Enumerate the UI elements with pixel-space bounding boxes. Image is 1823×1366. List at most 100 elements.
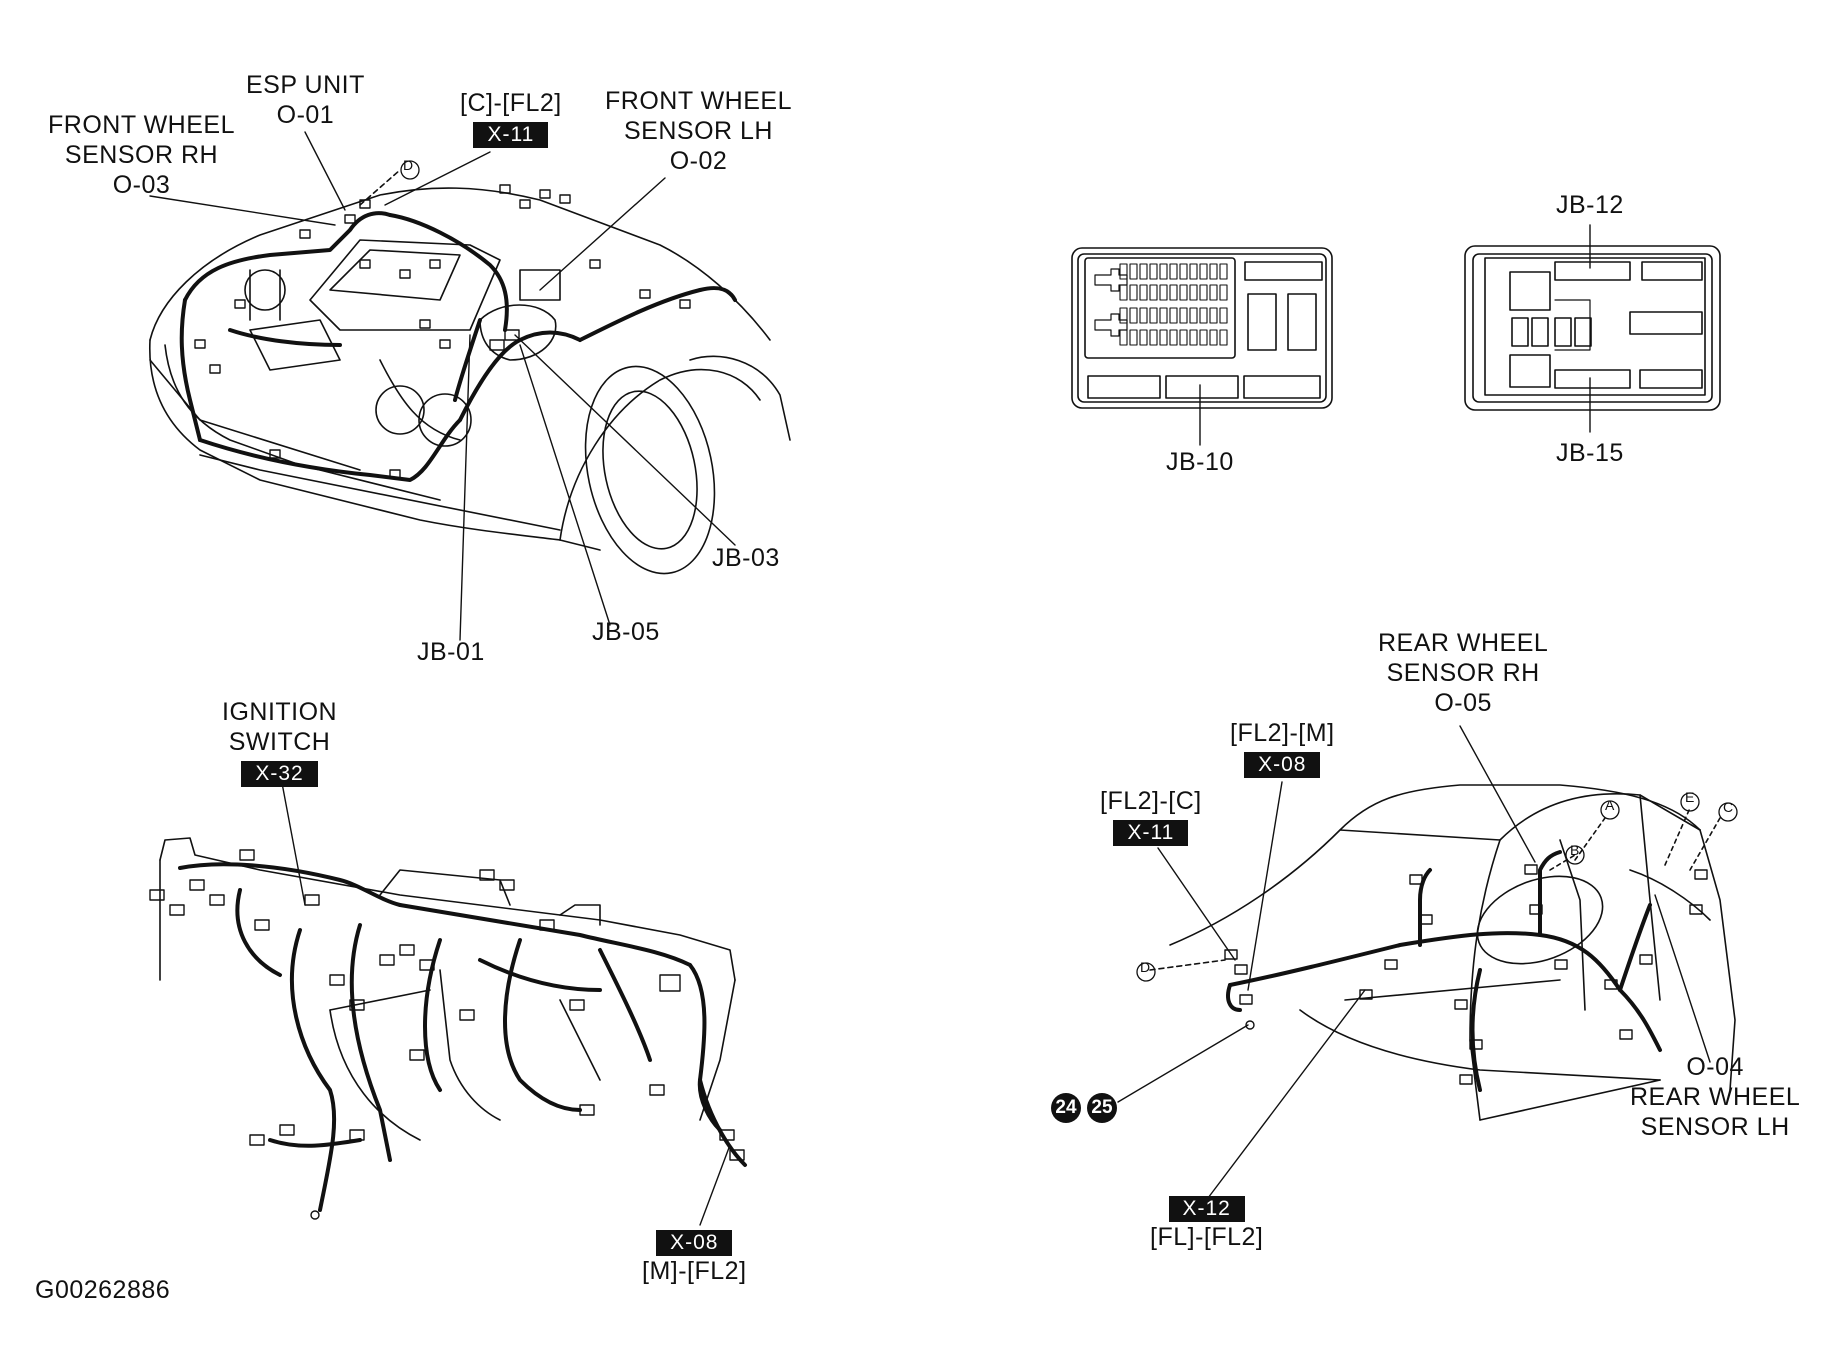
ignition-line-1: IGNITION <box>222 698 338 726</box>
connector-tag-x08-bottom: X-08 <box>656 1230 733 1256</box>
fuse-slot <box>1119 329 1128 346</box>
front-leaders <box>149 131 736 641</box>
fuse-slot <box>1159 307 1168 324</box>
fuse-slot <box>1209 263 1218 280</box>
fuse-slot <box>1169 307 1178 324</box>
label-fl-fl2: X-12 [FL]-[FL2] <box>1150 1192 1263 1252</box>
rear-wheel-lh-line-3: SENSOR LH <box>1640 1113 1790 1141</box>
fuse-slot <box>1189 307 1198 324</box>
fuse-slot <box>1129 307 1138 324</box>
fuse-slot <box>1119 284 1128 301</box>
front-wheel-rh-line-2: SENSOR RH <box>64 141 219 169</box>
fuse-slot <box>1219 284 1228 301</box>
ground-point-25: 25 <box>1087 1093 1117 1123</box>
connector-tag-x32: X-32 <box>241 761 318 787</box>
fuse-slot <box>1219 307 1228 324</box>
label-rear-wheel-lh: O-04 REAR WHEEL SENSOR LH <box>1630 1052 1800 1142</box>
fuse-slot <box>1139 307 1148 324</box>
fuse-slot <box>1139 284 1148 301</box>
label-jb05: JB-05 <box>592 618 660 646</box>
fuse-slot <box>1179 263 1188 280</box>
fl-fl2-text: [FL]-[FL2] <box>1150 1223 1264 1251</box>
fuse-slot <box>1169 284 1178 301</box>
fuse-slot <box>1159 263 1168 280</box>
fuse-slot <box>1189 263 1198 280</box>
fuse-slot <box>1209 329 1218 346</box>
fuse-slot <box>1199 307 1208 324</box>
dash-leaders <box>281 782 731 1226</box>
label-fl2-m: [FL2]-[M] X-08 <box>1230 718 1335 778</box>
ground-point-24: 24 <box>1051 1093 1081 1123</box>
fuse-slot <box>1179 284 1188 301</box>
fl2-m-text: [FL2]-[M] <box>1230 719 1335 747</box>
fuse-slot <box>1199 284 1208 301</box>
label-jb15: JB-15 <box>1556 439 1624 467</box>
label-ignition-switch: IGNITION SWITCH X-32 <box>222 697 337 787</box>
fuse-slot <box>1179 329 1188 346</box>
connector-tag-x08-mid: X-08 <box>1244 752 1321 778</box>
fuse-slot <box>1119 307 1128 324</box>
fuse-slot <box>1149 263 1158 280</box>
fuse-slot <box>1119 263 1128 280</box>
fuse-slot <box>1199 329 1208 346</box>
fuse-slot <box>1179 307 1188 324</box>
label-m-fl2: X-08 [M]-[FL2] <box>642 1226 747 1286</box>
connector-tag-x12: X-12 <box>1168 1196 1245 1222</box>
fuse-slot <box>1209 307 1218 324</box>
fuse-slot <box>1129 329 1138 346</box>
fuse-slot <box>1139 263 1148 280</box>
rear-wheel-rh-line-2: SENSOR RH <box>1386 659 1540 687</box>
rear-wheel-rh-line-3: O-05 <box>1434 689 1492 717</box>
rear-wheel-rh-line-1: REAR WHEEL <box>1378 629 1549 657</box>
junction-box-jb12-jb15 <box>1464 224 1721 433</box>
fuse-slot <box>1169 263 1178 280</box>
fuse-slot <box>1149 307 1158 324</box>
fuse-slot <box>1129 284 1138 301</box>
label-esp-unit: ESP UNIT O-01 <box>246 70 365 130</box>
label-jb03: JB-03 <box>712 544 780 572</box>
rear-wheel-lh-line-1: O-04 <box>1686 1053 1744 1081</box>
engine-bay-illustration <box>148 160 791 575</box>
front-wheel-lh-line-3: O-02 <box>669 147 728 175</box>
front-wheel-lh-line-1: FRONT WHEEL <box>605 87 792 115</box>
ref-letter-b: B <box>1570 842 1580 858</box>
fuse-slot <box>1159 329 1168 346</box>
front-wheel-rh-line-3: O-03 <box>112 171 171 199</box>
rear-wheel-lh-line-2: REAR WHEEL <box>1630 1083 1801 1111</box>
esp-unit-line-1: ESP UNIT <box>246 71 365 99</box>
junction-box-jb10 <box>1071 247 1333 446</box>
figure-id: G00262886 <box>35 1276 171 1304</box>
esp-unit-line-2: O-01 <box>276 101 335 129</box>
label-front-wheel-lh: FRONT WHEEL SENSOR LH O-02 <box>605 86 792 176</box>
fuse-slot <box>1219 263 1228 280</box>
front-wheel-rh-line-1: FRONT WHEEL <box>48 111 235 139</box>
ref-letter-d-top: D <box>403 157 414 173</box>
c-fl2-text: [C]-[FL2] <box>460 89 562 117</box>
fuse-slot <box>1169 329 1178 346</box>
connector-tag-x11-mid: X-11 <box>1113 820 1189 846</box>
rear-body-illustration <box>1136 784 1738 1121</box>
fuse-slot <box>1189 329 1198 346</box>
label-rear-wheel-rh: REAR WHEEL SENSOR RH O-05 <box>1378 628 1548 718</box>
fuse-slot <box>1159 284 1168 301</box>
label-jb10: JB-10 <box>1166 448 1234 476</box>
fuse-slot <box>1129 263 1138 280</box>
fuse-slot <box>1189 284 1198 301</box>
dash-panel-illustration <box>149 837 747 1220</box>
label-jb12: JB-12 <box>1556 191 1624 219</box>
label-fl2-c: [FL2]-[C] X-11 <box>1100 786 1202 846</box>
ref-letter-c: C <box>1723 799 1734 815</box>
ref-letter-a: A <box>1605 797 1615 813</box>
connector-tag-x11-top: X-11 <box>473 122 549 148</box>
fuse-slot <box>1139 329 1148 346</box>
fuse-slot <box>1209 284 1218 301</box>
m-fl2-text: [M]-[FL2] <box>642 1257 747 1285</box>
fuse-slot <box>1149 284 1158 301</box>
rear-leaders <box>1117 725 1711 1199</box>
fuse-slot <box>1149 329 1158 346</box>
front-wheel-lh-line-2: SENSOR LH <box>624 117 773 145</box>
label-jb01: JB-01 <box>417 638 485 666</box>
label-front-wheel-rh: FRONT WHEEL SENSOR RH O-03 <box>48 110 235 200</box>
fl2-c-text: [FL2]-[C] <box>1100 787 1202 815</box>
